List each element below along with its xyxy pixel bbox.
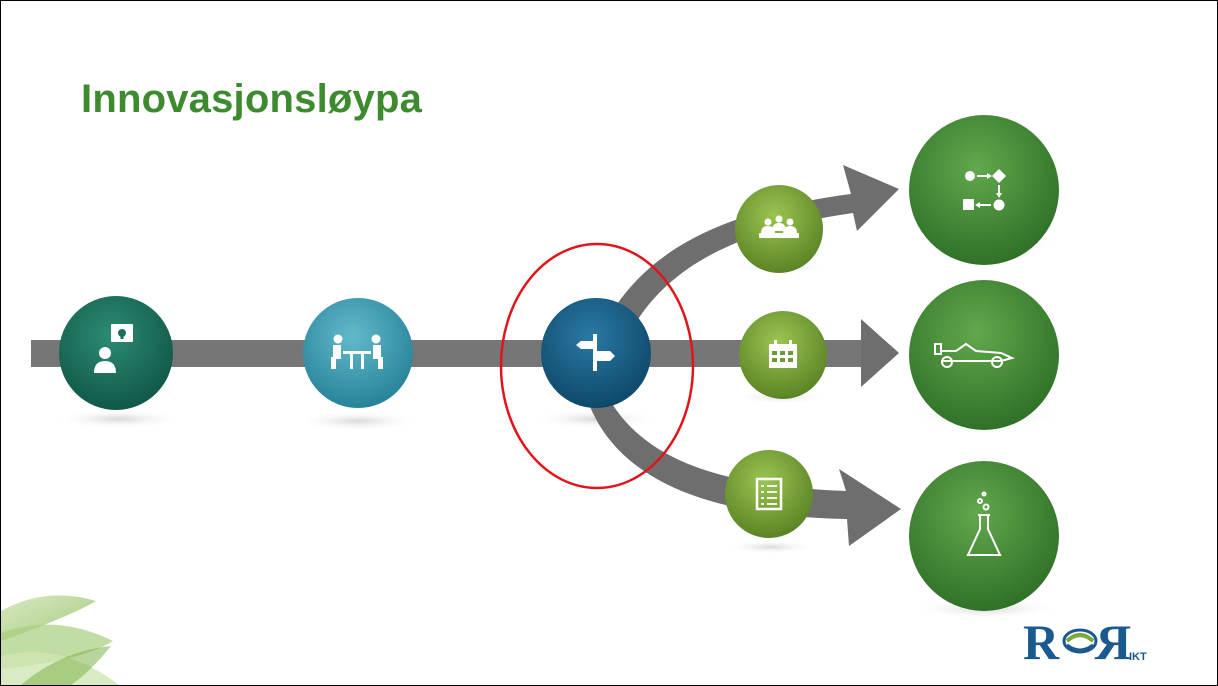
leaf-decoration [1,595,119,685]
signpost-icon [576,334,615,371]
lab-flask-icon [966,491,1002,556]
stage-idea [59,296,173,410]
checklist-icon [755,477,783,511]
branch-step-calendar [739,311,827,399]
logo-emblem [1062,628,1098,654]
target-process [909,115,1059,265]
target-race [909,280,1059,430]
process-flow-icon [963,169,1006,211]
stage-meeting [303,298,413,408]
circle-shadows [54,234,1061,619]
branch-step-team [735,185,823,273]
logo-letter-left: R [1023,614,1060,670]
team-meeting-icon [759,215,799,238]
branch-step-checklist [725,450,813,538]
logo-suffix: IKT [1129,651,1147,663]
calendar-icon [769,340,797,368]
stage-decision [541,298,651,408]
meeting-table-icon [331,334,383,369]
target-lab [909,461,1059,611]
upper-branch-arrow [601,165,899,341]
logo-letter-right: R [1095,614,1132,670]
highlight-ring [499,242,695,490]
lower-branch-arrow [586,383,901,546]
idea-presenter-icon [94,324,133,373]
race-car-icon [934,342,1015,368]
page-title: Innovasjonsløypa [81,77,423,121]
